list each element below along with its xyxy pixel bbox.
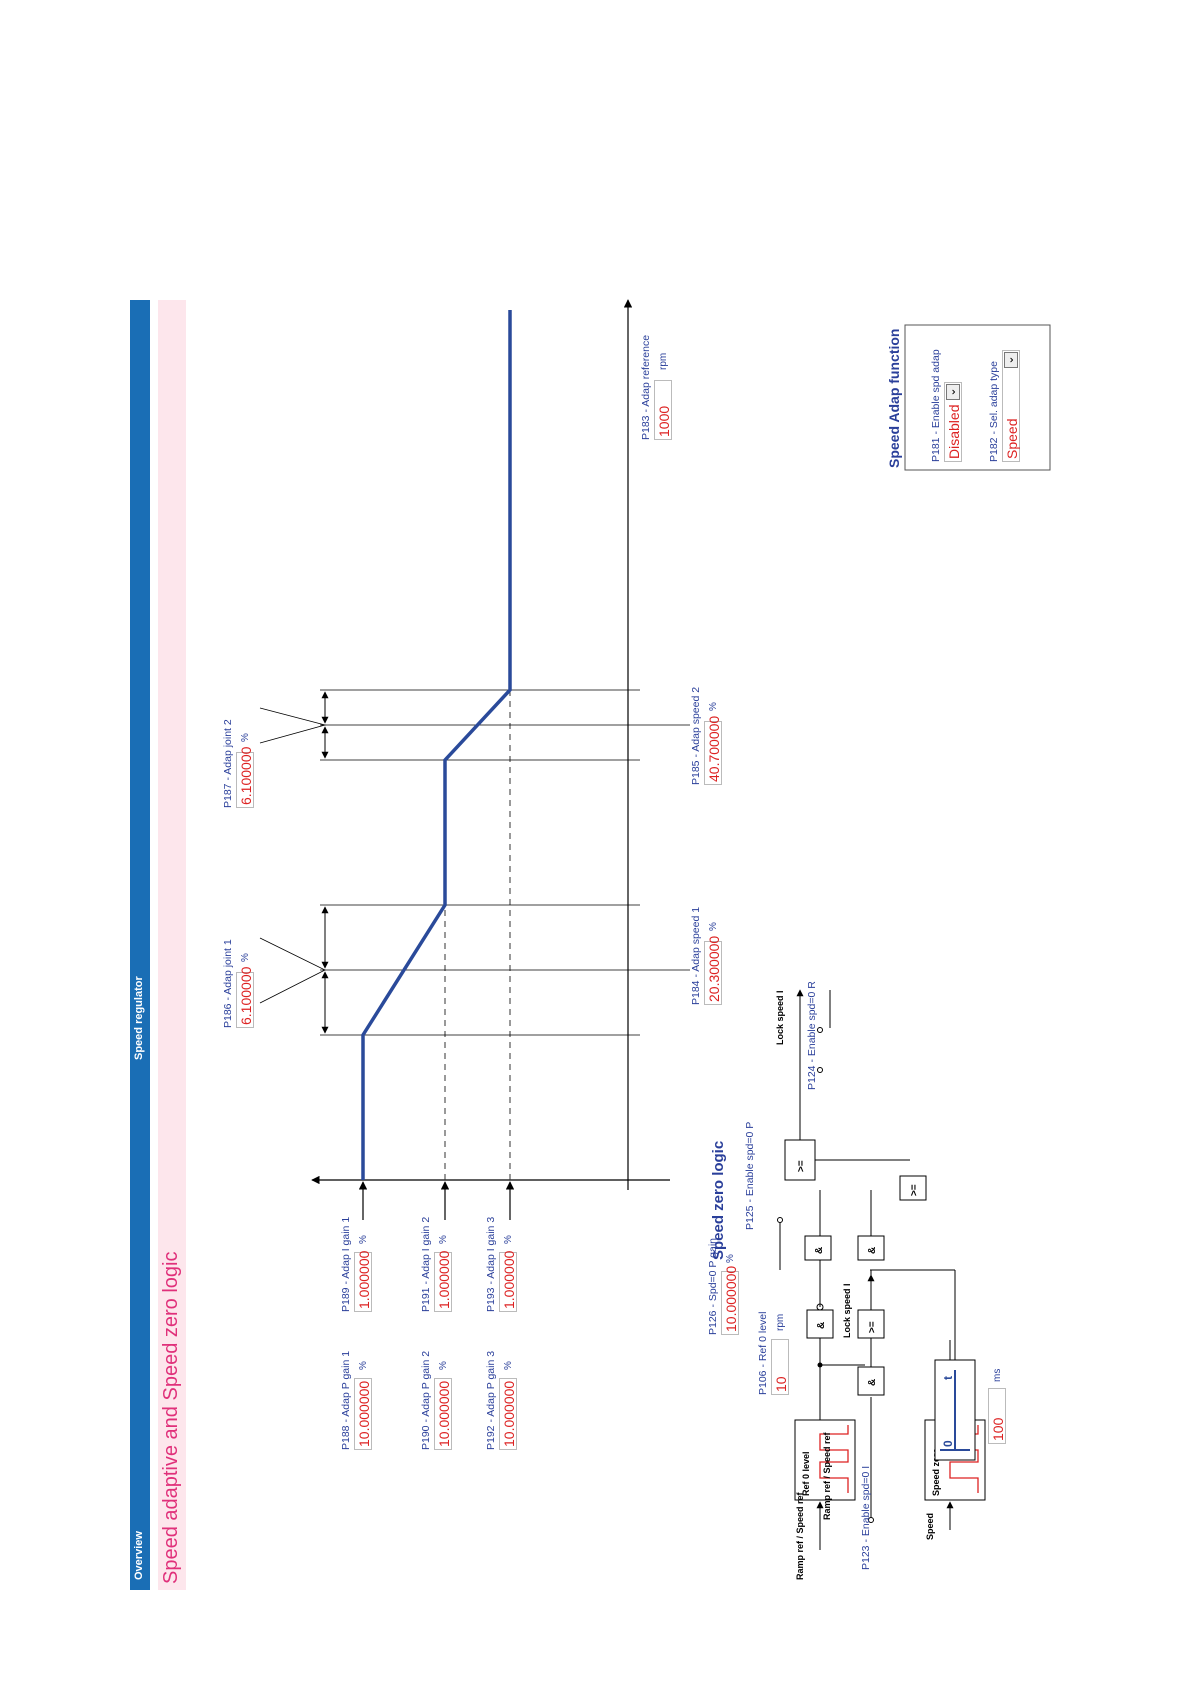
chevron-down-icon[interactable]: ⌄ xyxy=(946,384,960,400)
ge-block-2-label: >= xyxy=(909,1184,920,1196)
diagram-canvas: Ref 0 level Speed zero Ramp ref / Speed … xyxy=(259,299,1051,1550)
and-gate-3-label: & xyxy=(814,1247,825,1254)
adap-reference-input[interactable]: 1000 xyxy=(654,380,672,440)
sel-adap-type-select[interactable]: Speed ⌄ xyxy=(1002,350,1020,462)
joint2-pointer xyxy=(259,707,327,744)
joint1-pointer xyxy=(259,937,326,1004)
p-gain-3-input[interactable]: 10.000000 xyxy=(499,1378,517,1450)
i-gain-3-input[interactable]: 1.000000 xyxy=(499,1251,517,1312)
p-gain-1-input[interactable]: 10.000000 xyxy=(354,1378,372,1450)
adap-joint-1-field: P186 - Adap joint 1 6.100000 % xyxy=(222,939,254,1028)
lock-speed-local-label: Lock speed I xyxy=(842,1283,852,1338)
and-gate-3 xyxy=(804,1235,832,1261)
and-gate-1-label: & xyxy=(816,1322,827,1329)
and-gate-2-label: & xyxy=(867,1379,878,1386)
adap-function-box xyxy=(904,324,1051,471)
ge-block-3-label: >= xyxy=(796,1160,807,1172)
ref0-waveform xyxy=(819,1425,849,1493)
switch-contact[interactable] xyxy=(817,1067,823,1073)
enable-spd0-p-label: P125 - Enable spd=0 P xyxy=(744,1121,756,1230)
timer-t: t xyxy=(941,1376,955,1380)
ref0-level-input[interactable]: 10 xyxy=(771,1339,789,1395)
adap-reference-field: P183 - Adap reference 1000 rpm xyxy=(640,334,672,440)
delay-field: 100 ms xyxy=(988,1354,1024,1444)
enable-spd-adap-select[interactable]: Disabled ⌄ xyxy=(944,382,962,462)
p-gain-2-field: P190 - Adap P gain 2 10.000000 % xyxy=(420,1350,452,1450)
lock-speed-out-label: Lock speed I xyxy=(775,990,785,1045)
i-gain-1-input[interactable]: 1.000000 xyxy=(354,1251,372,1312)
adap-speed-2-input[interactable]: 40.700000 xyxy=(704,716,722,785)
i-gain-2-input[interactable]: 1.000000 xyxy=(434,1251,452,1312)
ge-block-1-label: >= xyxy=(867,1321,878,1333)
ge-block-2 xyxy=(899,1175,927,1201)
chevron-down-icon[interactable]: ⌄ xyxy=(1004,352,1018,368)
ref0-level-block xyxy=(794,1419,856,1501)
i-gain-2-field: P191 - Adap I gain 2 1.000000 % xyxy=(420,1216,452,1312)
p-gain-2-input[interactable]: 10.000000 xyxy=(434,1378,452,1450)
adap-speed-2-field: P185 - Adap speed 2 40.700000 % xyxy=(690,686,722,785)
switch-contact[interactable] xyxy=(868,1517,874,1523)
spd0-p-gain-input[interactable]: 10.000000 xyxy=(721,1266,739,1335)
enable-spd0-i-label: P123 - Enable spd=0 I xyxy=(860,1465,872,1570)
adaptive-gain-curve xyxy=(361,310,512,1180)
adap-speed-1-field: P184 - Adap speed 1 20.300000 % xyxy=(690,906,722,1005)
speedzero-block-label: Speed zero xyxy=(931,1447,941,1496)
adap-function-title: Speed Adap function xyxy=(886,328,902,468)
p-gain-1-field: P188 - Adap P gain 1 10.000000 % xyxy=(340,1350,372,1450)
adap-speed-1-input[interactable]: 20.300000 xyxy=(704,936,722,1005)
i-gain-3-field: P193 - Adap I gain 3 1.000000 % xyxy=(485,1216,517,1312)
ref0-level-field: P106 - Ref 0 level 10 rpm xyxy=(757,1311,789,1395)
and-gate-4-label: & xyxy=(867,1247,878,1254)
switch-contact[interactable] xyxy=(817,1027,823,1033)
enable-spd-adap-field: P181 - Enable spd adap Disabled ⌄ xyxy=(930,349,962,462)
delay-input[interactable]: 100 xyxy=(988,1388,1006,1444)
sel-adap-type-field: P182 - Sel. adap type Speed ⌄ xyxy=(988,334,1024,462)
switch-contact[interactable] xyxy=(777,1217,783,1223)
speed-input-label: Speed xyxy=(925,1512,935,1540)
timer-zero: 0 xyxy=(941,1440,955,1447)
adap-joint-2-field: P187 - Adap joint 2 6.100000 % xyxy=(222,719,254,808)
i-gain-1-field: P189 - Adap I gain 1 1.000000 % xyxy=(340,1216,372,1312)
ref0-block-label: Ref 0 level xyxy=(801,1451,811,1496)
spd0-p-gain-field: P126 - Spd=0 P gain 10.000000 % xyxy=(707,1237,739,1335)
ramp-speed-ref-label: Ramp ref / Speed ref xyxy=(795,1492,805,1580)
enable-spd0-r-label: P124 - Enable spd=0 R xyxy=(806,981,818,1090)
adap-joint-1-input[interactable]: 6.100000 xyxy=(236,967,254,1028)
ramp-ref-label: Ramp ref / Speed ref xyxy=(822,1431,832,1520)
p-gain-3-field: P192 - Adap P gain 3 10.000000 % xyxy=(485,1350,517,1450)
adap-joint-2-input[interactable]: 6.100000 xyxy=(236,747,254,808)
